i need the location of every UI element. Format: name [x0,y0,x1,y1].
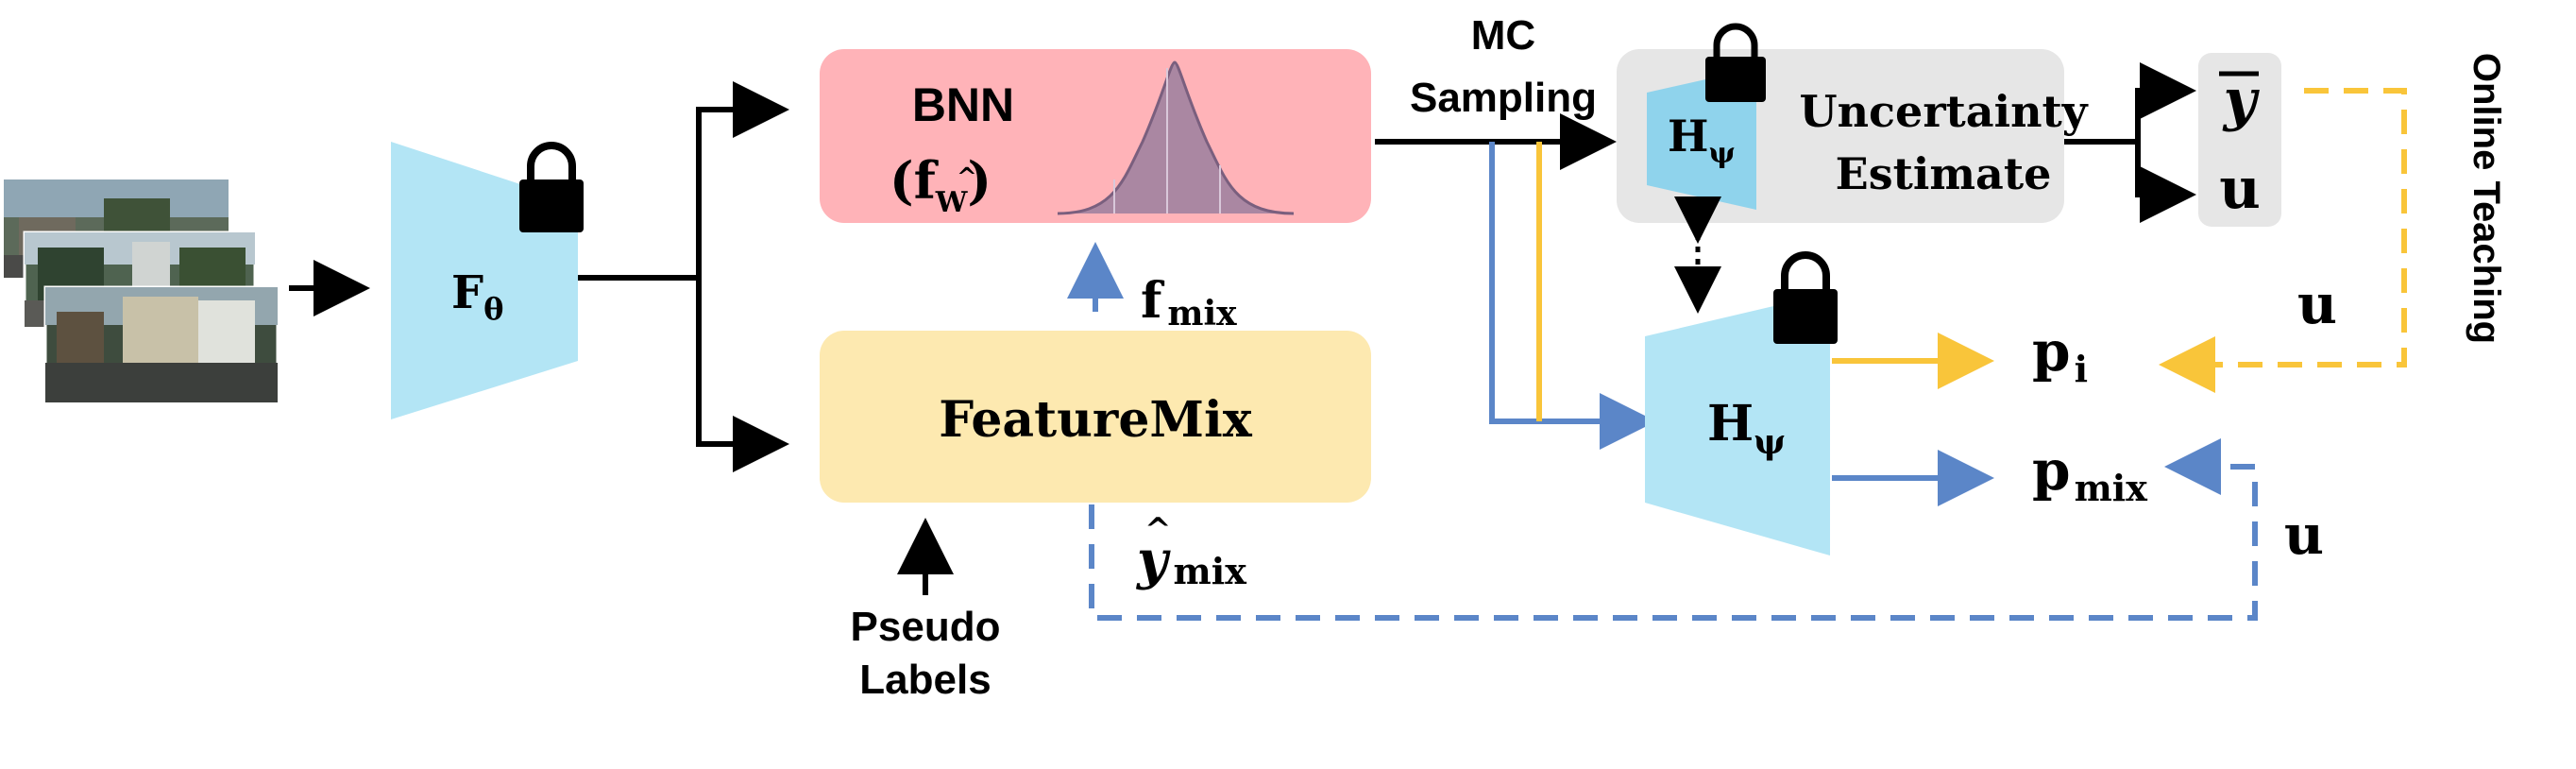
yellow-online-teaching-path [2159,88,2407,393]
gaussian-curve [1057,60,1295,215]
blue-dashed-uncertainty-path [1089,438,2258,621]
head-trapezoid [1645,293,1830,555]
head-lock-icon [1773,251,1838,344]
encoder-lock-icon [519,142,584,232]
u-output-label: u [2219,156,2261,222]
u-top-label: u [2297,272,2337,336]
pseudo-labels-line2: Labels [859,657,991,703]
uncertainty-output-branch [2064,62,2196,223]
input-image-front [43,285,280,404]
featuremix-box: FeatureMix [820,331,1371,503]
mc-label: MC [1471,12,1535,59]
bnn-function-label: (fW) [890,150,991,219]
input-image-stack [4,179,280,404]
uncertainty-line2: Estimate [1836,148,2052,199]
bnn-sub-hat: ^ [957,163,977,192]
svg-text:Fθ: Fθ [451,266,503,327]
encoder-branch-lines [578,81,789,472]
uncertainty-line1: Uncertainty [1799,86,2088,137]
uncertainty-head-trapezoid [1647,68,1756,210]
uncertainty-estimate-box: Hψ Uncertainty Estimate [1617,23,2089,223]
bnn-label: BNN [912,78,1014,131]
head-label: Hψ [1707,395,1786,462]
sampling-label: Sampling [1410,75,1597,121]
u-bottom-label: u [2284,503,2324,567]
blue-path-to-head [1489,142,1656,450]
uncertainty-head-label: Hψ [1668,111,1736,170]
yhat-hat-mark: ^ [1144,511,1172,549]
pseudo-labels-line1: Pseudo [851,604,1001,650]
head-h-psi: Hψ [1645,251,1838,555]
online-teaching-label: Online Teaching [2466,53,2507,344]
uncertainty-lock-icon [1705,23,1766,102]
featuremix-label: FeatureMix [939,391,1252,449]
encoder-subscript: θ [483,291,503,327]
ybar-label: y [2222,67,2261,133]
outputs-box: y u [2198,53,2281,227]
encoder-label: F [451,266,483,319]
encoder-f-theta: Fθ [391,142,584,419]
bnn-box: BNN (fW) ^ [820,49,1371,223]
